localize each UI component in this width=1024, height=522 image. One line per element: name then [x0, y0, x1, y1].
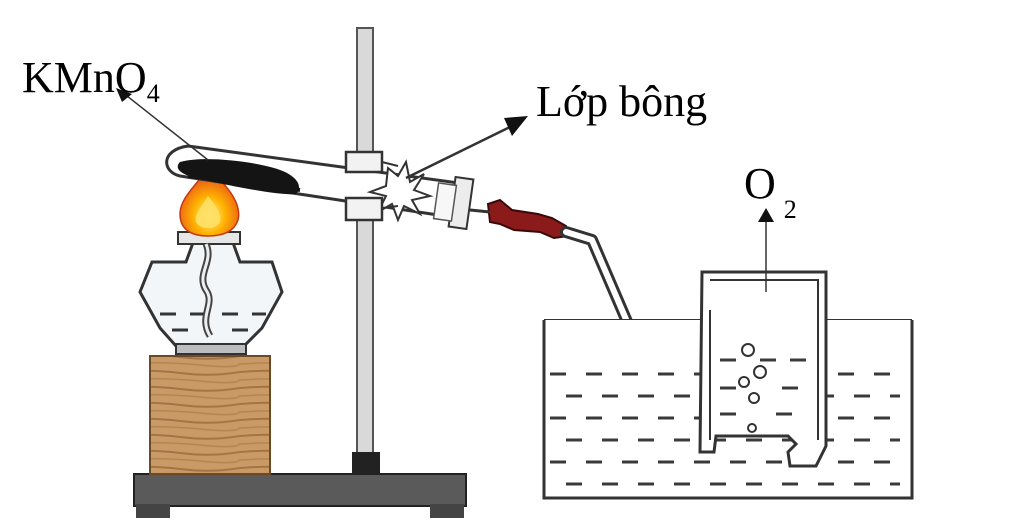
kmno4-pointer — [121, 91, 209, 161]
bubble — [748, 392, 760, 404]
flame — [179, 166, 240, 237]
stand-base — [133, 473, 467, 507]
arrowhead-icon — [116, 88, 132, 102]
arrowhead-icon — [504, 116, 528, 136]
kmno4-subscript: 4 — [147, 79, 160, 108]
retort-stand — [133, 27, 467, 518]
gas-bubbles — [738, 343, 767, 433]
oxygen-label-group: O2 — [744, 159, 797, 292]
water — [550, 372, 900, 486]
oxygen-subscript: 2 — [784, 195, 797, 224]
bubble — [747, 423, 757, 433]
cotton-pointer — [405, 124, 513, 180]
arrowhead-icon — [758, 208, 774, 222]
stand-foot-left — [136, 504, 170, 518]
rubber-joint — [486, 198, 570, 240]
wooden-block — [149, 355, 271, 475]
kmno4-label-group: KMnO4 — [22, 53, 209, 161]
bubble — [741, 343, 755, 357]
collection-jar — [698, 270, 828, 468]
svg-text:KMnO4: KMnO4 — [22, 53, 160, 108]
bubble — [753, 365, 767, 379]
spirit-lamp — [138, 231, 284, 355]
oxygen-label: O — [744, 159, 776, 208]
stand-foot-right — [430, 504, 464, 518]
stand-rod-socket — [352, 452, 380, 474]
bubble — [738, 376, 750, 388]
clamp — [344, 150, 399, 222]
kmno4-label: KMnO — [22, 53, 147, 102]
stand-rod — [356, 27, 374, 459]
svg-text:O2: O2 — [744, 159, 797, 224]
cotton-label: Lớp bông — [536, 77, 707, 126]
cotton-label-group: Lớp bông — [405, 77, 707, 180]
